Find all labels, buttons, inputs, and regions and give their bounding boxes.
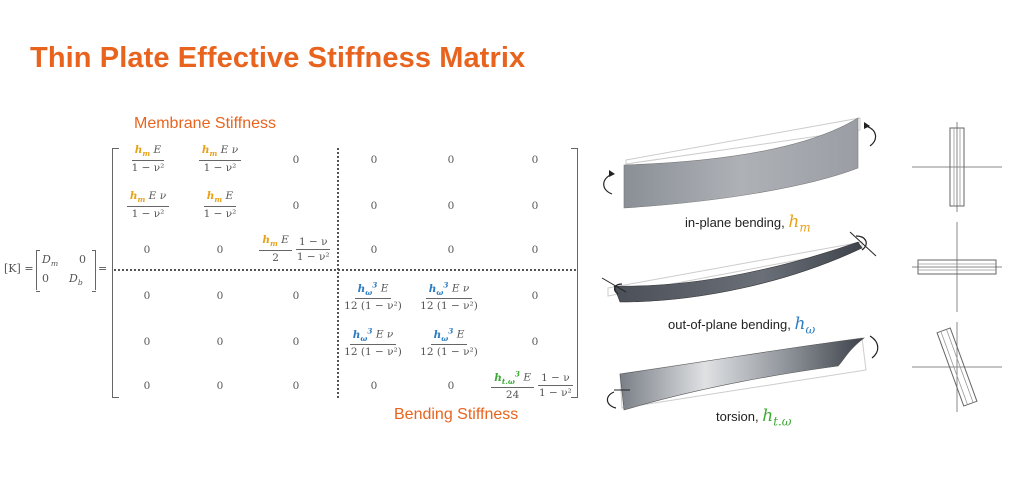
- torsion-illustration: [606, 335, 879, 411]
- matrix-cell: 0: [292, 290, 300, 302]
- d-block-matrix: Dm 0 0 Db: [36, 250, 96, 292]
- membrane-stiffness-label: Membrane Stiffness: [134, 115, 276, 132]
- cross-section-vertical: [912, 122, 1002, 212]
- db-entry: Db: [69, 272, 83, 288]
- matrix-vertical-divider: [337, 148, 339, 398]
- bending-stiffness-label: Bending Stiffness: [394, 406, 519, 423]
- matrix-cell: 0: [370, 244, 378, 256]
- torsion-caption: torsion, ht.ω: [716, 406, 792, 429]
- matrix-cell: 0: [370, 380, 378, 392]
- matrix-cell: 0: [216, 380, 224, 392]
- equals-sign: =: [24, 262, 34, 275]
- matrix-cell: 0: [143, 290, 151, 302]
- matrix-left-bracket: [112, 148, 119, 398]
- in-plane-bending-illustration: [603, 117, 877, 209]
- in-plane-bending-caption: in-plane bending, hm: [685, 212, 811, 235]
- matrix-cell: 0: [216, 336, 224, 348]
- matrix-cell: 0: [143, 380, 151, 392]
- zero-entry: 0: [79, 253, 86, 266]
- matrix-cell: 0: [447, 154, 455, 166]
- matrix-cell: 0: [531, 154, 539, 166]
- k-symbol: [K]: [4, 262, 21, 275]
- matrix-cell: 0: [143, 336, 151, 348]
- matrix-cell: 0: [143, 244, 151, 256]
- cross-section-horizontal: [912, 222, 1002, 312]
- equals-sign: =: [98, 262, 108, 275]
- matrix-cell: 0: [531, 336, 539, 348]
- k-matrix-symbol: [K] =: [4, 262, 34, 275]
- matrix-cell: 0: [216, 290, 224, 302]
- matrix-cell: 0: [531, 244, 539, 256]
- matrix-cell: 0: [370, 200, 378, 212]
- matrix-cell: 0: [292, 200, 300, 212]
- matrix-cell: 0: [531, 200, 539, 212]
- matrix-cell: 0: [292, 380, 300, 392]
- matrix-cell: 0: [447, 380, 455, 392]
- page-title: Thin Plate Effective Stiffness Matrix: [30, 42, 526, 74]
- matrix-cell: 0: [292, 336, 300, 348]
- matrix-cell: 0: [370, 154, 378, 166]
- cross-section-rotated: [912, 322, 1002, 412]
- out-of-plane-bending-illustration: [601, 231, 877, 303]
- matrix-cell: 0: [531, 290, 539, 302]
- dm-entry: Dm: [42, 253, 59, 269]
- matrix-horizontal-divider: [114, 269, 576, 271]
- matrix-cell: 0: [447, 244, 455, 256]
- zero-entry: 0: [42, 272, 49, 285]
- matrix-right-bracket: [571, 148, 578, 398]
- out-of-plane-bending-caption: out-of-plane bending, hω: [668, 314, 816, 337]
- matrix-cell: 0: [292, 154, 300, 166]
- matrix-cell: 0: [216, 244, 224, 256]
- matrix-cell: 0: [447, 200, 455, 212]
